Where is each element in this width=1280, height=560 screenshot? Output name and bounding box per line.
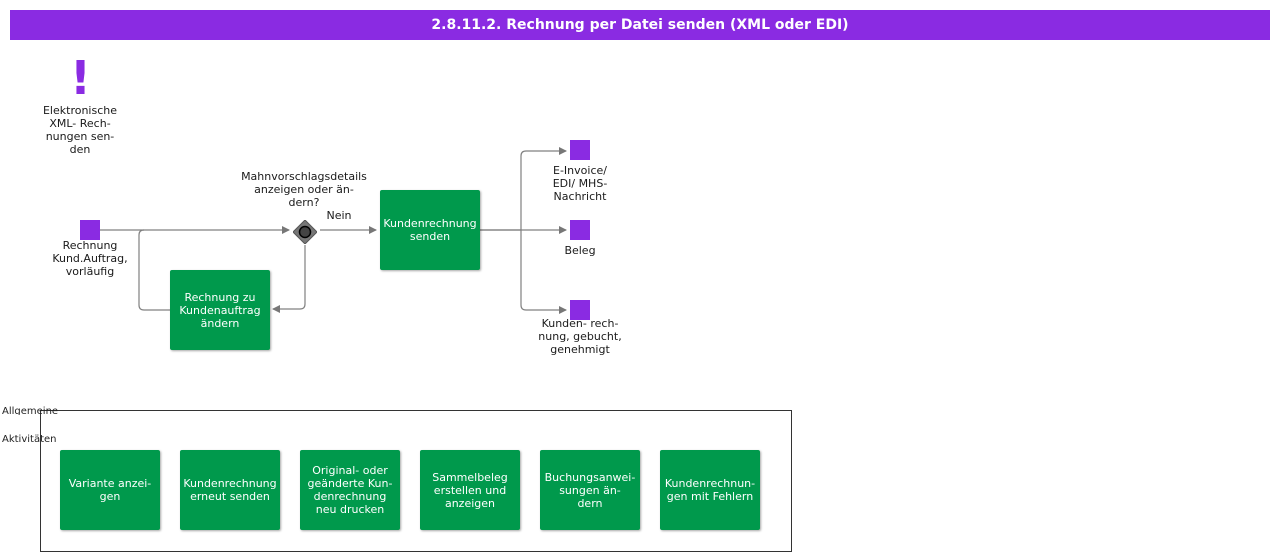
exclamation-icon: ! (70, 51, 91, 105)
general-activities-group (40, 410, 792, 552)
gateway-no-label: Nein (326, 209, 352, 222)
task-kundenrechnung-senden[interactable]: Kundenrechnung senden (380, 190, 480, 270)
data-input-rechnung[interactable] (80, 220, 100, 240)
data-output-beleg-label: Beleg (564, 244, 596, 257)
edge-send-einvoice (480, 147, 567, 231)
group-title-line2: Aktivitäten (2, 434, 57, 442)
activity-kundenrechnungen-fehler[interactable]: Kundenrechnun- gen mit Fehlern (660, 450, 760, 530)
edge-send-rechnung (520, 230, 567, 314)
annotation-text: Elektronische XML- Rech- nungen sen- den (42, 104, 117, 156)
activity-kundenrechnung-neu-drucken[interactable]: Original- oder geänderte Kun- denrechnun… (300, 450, 400, 530)
data-output-beleg[interactable] (570, 220, 590, 240)
gateway-question: Mahnvorschlagsdetails anzeigen oder än- … (241, 170, 367, 209)
edge-change-loop (138, 229, 170, 311)
data-output-kundenrechnung-label: Kunden- rech- nung, gebucht, genehmigt (538, 317, 622, 356)
activity-sammelbeleg[interactable]: Sammelbeleg erstellen und anzeigen (420, 450, 520, 530)
group-title-line1: Allgemeine (2, 406, 59, 415)
data-output-kundenrechnung[interactable] (570, 300, 590, 320)
task-rechnung-aendern[interactable]: Rechnung zu Kundenauftrag ändern (170, 270, 270, 350)
diagram-title: 2.8.11.2. Rechnung per Datei senden (XML… (10, 10, 1270, 40)
data-input-label: Rechnung Kund.Auftrag, vorläufig (52, 239, 128, 278)
activity-kundenrechnung-erneut-senden[interactable]: Kundenrechnung erneut senden (180, 450, 280, 530)
data-output-einvoice-label: E-Invoice/ EDI/ MHS- Nachricht (552, 164, 608, 203)
activity-buchungsanweisungen[interactable]: Buchungsanwei- sungen än- dern (540, 450, 640, 530)
edge-gateway-change (272, 245, 306, 313)
data-output-einvoice[interactable] (570, 140, 590, 160)
exclusive-gateway[interactable] (293, 220, 317, 244)
activity-variante-anzeigen[interactable]: Variante anzei- gen (60, 450, 160, 530)
